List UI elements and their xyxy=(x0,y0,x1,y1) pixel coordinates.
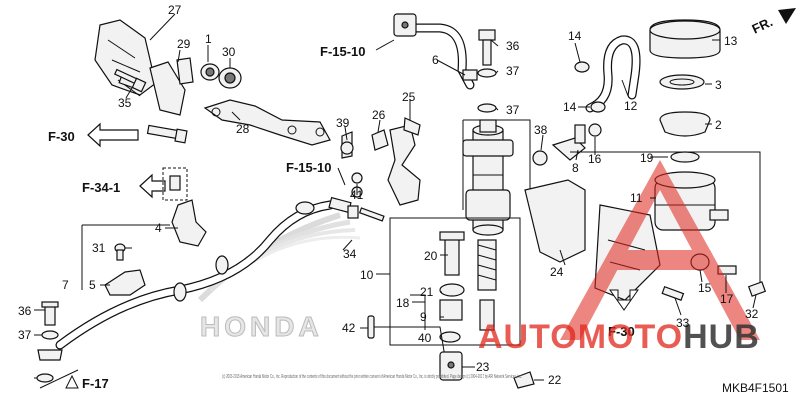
arrow-f30-bottom xyxy=(609,289,639,311)
callout-numbers: 1 2 3 4 5 6 7 8 9 10 11 12 13 14 14 15 1… xyxy=(18,3,759,387)
ref-f17[interactable]: F-17 xyxy=(82,376,109,391)
callout[interactable]: 15 xyxy=(698,281,712,295)
callout[interactable]: 1 xyxy=(205,32,212,46)
bracket-25 xyxy=(340,117,421,206)
brake-hose xyxy=(55,186,385,350)
bolt-f30 xyxy=(146,124,188,144)
callout[interactable]: 18 xyxy=(396,296,410,310)
callout[interactable]: 32 xyxy=(745,307,759,321)
callout[interactable]: 38 xyxy=(534,123,548,137)
reservoir-top-parts xyxy=(649,19,721,163)
copyright-text: (c) 2003-2015 American Honda Motor Co., … xyxy=(222,374,522,380)
reservoir-hose xyxy=(393,13,478,90)
honda-logo-text: HONDA xyxy=(200,311,323,342)
watermark-hub: HUB xyxy=(683,318,760,356)
callout[interactable]: 41 xyxy=(350,188,364,202)
reservoir-fitting xyxy=(532,123,602,166)
ref-fr: FR. xyxy=(750,14,775,36)
ref-f15-top[interactable]: F-15-10 xyxy=(320,44,366,59)
callout[interactable]: 27 xyxy=(168,3,182,17)
callout[interactable]: 5 xyxy=(89,278,96,292)
callout[interactable]: 7 xyxy=(62,278,69,292)
arrow-f34 xyxy=(139,173,166,199)
reservoir-tube-12 xyxy=(574,35,641,113)
callout[interactable]: 34 xyxy=(343,247,357,261)
callout[interactable]: 8 xyxy=(572,161,579,175)
watermark-triangle xyxy=(560,160,760,340)
callout[interactable]: 6 xyxy=(432,53,439,67)
bracket-assembly xyxy=(94,19,331,146)
callout[interactable]: 37 xyxy=(18,328,32,342)
ref-f30-bottom[interactable]: F-30 xyxy=(608,324,635,339)
callout[interactable]: 14 xyxy=(568,29,582,43)
watermark-auto: AUTO xyxy=(478,318,578,356)
callout[interactable]: 12 xyxy=(624,99,638,113)
callout[interactable]: 28 xyxy=(236,122,250,136)
callout[interactable]: 16 xyxy=(588,152,602,166)
callout[interactable]: 22 xyxy=(548,373,562,387)
callout[interactable]: 35 xyxy=(118,96,132,110)
callout[interactable]: 30 xyxy=(222,45,236,59)
ref-f30-left[interactable]: F-30 xyxy=(48,129,75,144)
callout[interactable]: 4 xyxy=(155,221,162,235)
callout[interactable]: 40 xyxy=(418,331,432,345)
arrow-f17 xyxy=(65,374,79,389)
hose-clamp-assembly xyxy=(81,199,207,296)
callout[interactable]: 11 xyxy=(630,191,643,205)
callout[interactable]: 9 xyxy=(420,310,427,324)
callout[interactable]: 39 xyxy=(336,116,350,130)
diagram-code: MKB4F1501 xyxy=(722,381,789,395)
ref-f34[interactable]: F-34-1 xyxy=(82,180,120,195)
callout[interactable]: 19 xyxy=(640,151,654,165)
ref-f15-mid[interactable]: F-15-10 xyxy=(286,160,332,175)
callout[interactable]: 10 xyxy=(360,268,374,282)
clip-part xyxy=(169,175,181,191)
callout[interactable]: 29 xyxy=(177,37,191,51)
callout[interactable]: 14 xyxy=(563,100,577,114)
banjo-bolt-bottom xyxy=(36,301,79,389)
callout[interactable]: 42 xyxy=(342,321,356,335)
callout[interactable]: 37 xyxy=(506,103,520,117)
watermark-text: AUTOMOTOHUB xyxy=(478,318,760,356)
callout[interactable]: 33 xyxy=(676,316,690,330)
callout[interactable]: 36 xyxy=(18,304,32,318)
callout[interactable]: 26 xyxy=(372,108,386,122)
pushrod-kit xyxy=(389,217,521,346)
watermark-moto: MOTO xyxy=(578,318,683,356)
leader-lines xyxy=(34,13,757,381)
callout[interactable]: 13 xyxy=(724,34,738,48)
callout[interactable]: 36 xyxy=(506,39,520,53)
pushrod-42-23 xyxy=(367,315,463,381)
callout[interactable]: 23 xyxy=(476,360,490,374)
callout[interactable]: 2 xyxy=(715,118,722,132)
master-cylinder xyxy=(462,119,514,236)
banjo-bolt-top xyxy=(477,29,497,113)
fr-arrow-icon xyxy=(778,8,796,24)
clip-22 xyxy=(513,371,535,389)
callout[interactable]: 37 xyxy=(506,64,520,78)
callout[interactable]: 3 xyxy=(715,78,722,92)
callout[interactable]: 31 xyxy=(92,241,106,255)
callout[interactable]: 24 xyxy=(550,265,564,279)
callout[interactable]: 21 xyxy=(420,285,434,299)
callout[interactable]: 25 xyxy=(402,90,416,104)
callout[interactable]: 17 xyxy=(720,292,734,306)
cylinder-frame xyxy=(462,119,531,210)
bolt-35 xyxy=(113,68,147,93)
callout[interactable]: 20 xyxy=(424,249,438,263)
arrow-f30-left xyxy=(87,122,139,148)
